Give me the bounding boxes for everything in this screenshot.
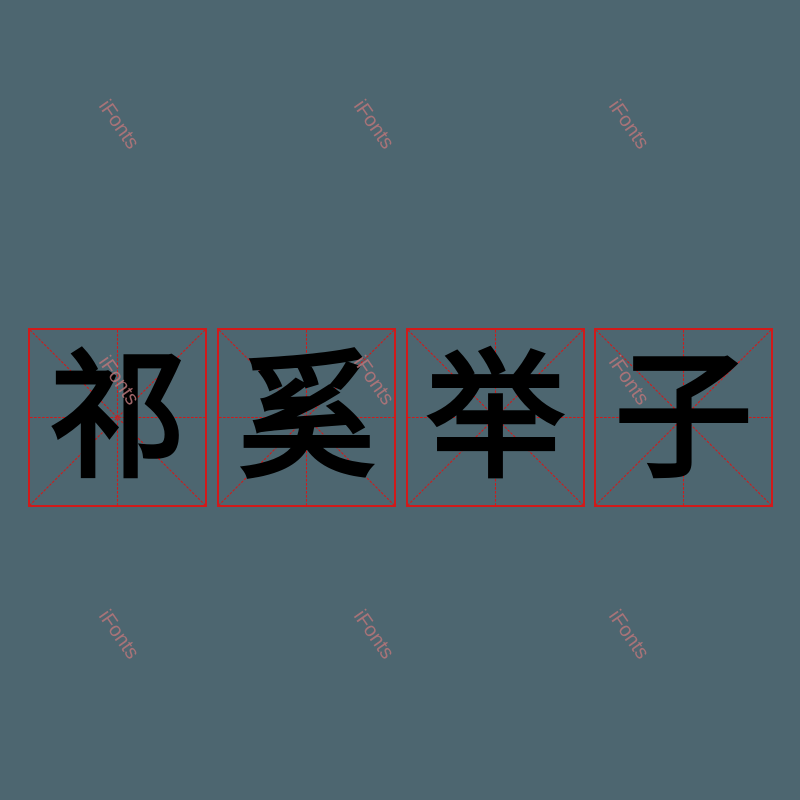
- watermark-5: iFonts: [348, 606, 399, 664]
- character-glyph: 举: [426, 336, 565, 498]
- grid-lines: [408, 330, 583, 505]
- character-glyph: 祁: [48, 336, 187, 498]
- watermark-6: iFonts: [603, 606, 654, 664]
- character-box-3: 举: [406, 328, 585, 507]
- character-glyph: 子: [614, 336, 753, 498]
- watermark-4: iFonts: [93, 606, 144, 664]
- character-box-2: 奚: [217, 328, 396, 507]
- character-glyph: 奚: [237, 336, 376, 498]
- grid-lines: [219, 330, 394, 505]
- watermark-1: iFonts: [93, 96, 144, 154]
- watermark-3: iFonts: [603, 96, 654, 154]
- character-box-1: 祁: [28, 328, 207, 507]
- grid-lines: [596, 330, 771, 505]
- watermark-2: iFonts: [348, 96, 399, 154]
- character-box-4: 子: [594, 328, 773, 507]
- grid-lines: [30, 330, 205, 505]
